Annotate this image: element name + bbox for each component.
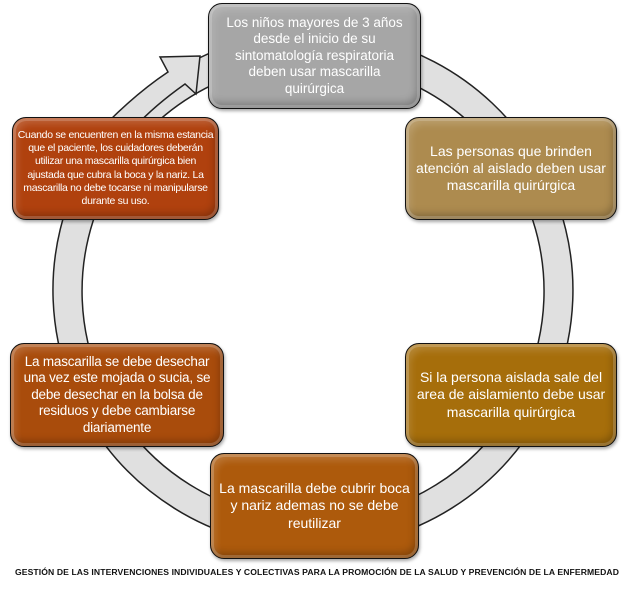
cycle-node-right-top: Las personas que brinden atención al ais… bbox=[405, 117, 617, 220]
node-text: La mascarilla se debe desechar una vez e… bbox=[23, 353, 211, 435]
curved-arrow-icon bbox=[106, 55, 201, 131]
cycle-node-left-top: Cuando se encuentren en la misma estanci… bbox=[12, 117, 219, 220]
node-text: La mascarilla debe cubrir boca y nariz a… bbox=[219, 480, 410, 531]
node-text: Cuando se encuentren en la misma estanci… bbox=[17, 129, 214, 207]
cycle-node-right-bottom: Si la persona aislada sale del area de a… bbox=[405, 343, 617, 447]
cycle-node-bottom: La mascarilla debe cubrir boca y nariz a… bbox=[210, 453, 419, 559]
node-text: Los niños mayores de 3 años desde el ini… bbox=[226, 14, 403, 96]
node-text: Las personas que brinden atención al ais… bbox=[416, 142, 606, 194]
cycle-node-left-bottom: La mascarilla se debe desechar una vez e… bbox=[10, 343, 224, 447]
node-text: Si la persona aislada sale del area de a… bbox=[416, 369, 606, 420]
cycle-node-top: Los niños mayores de 3 años desde el ini… bbox=[208, 3, 421, 109]
footer-caption: GESTIÓN DE LAS INTERVENCIONES INDIVIDUAL… bbox=[14, 567, 620, 577]
